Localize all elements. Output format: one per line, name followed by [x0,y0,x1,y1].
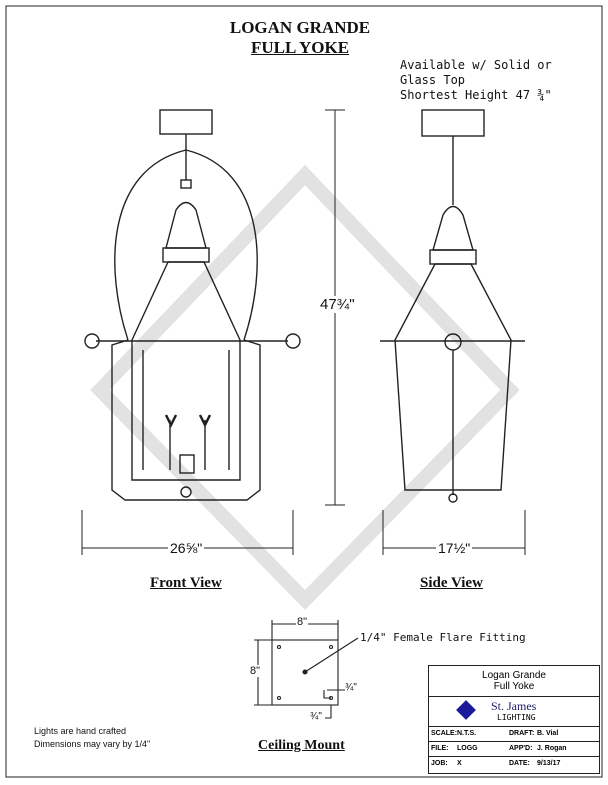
draft-value: B. Vial [537,730,559,737]
front-height-dimension: 47¾" [320,296,355,313]
mount-width: 8" [296,616,309,628]
footnote-line: Lights are hand crafted [34,726,127,736]
footnote: Lights are hand crafted Dimensions may v… [34,725,150,751]
company-name: St. James [491,699,537,713]
job-label: JOB: [431,760,448,767]
notes: Available w/ Solid or Glass Top Shortest… [400,58,552,103]
date-label: DATE: [509,760,530,767]
front-view-label: Front View [150,575,222,591]
title-line1: LOGAN GRANDE [229,18,371,37]
mount-offset-h: ¾" [345,682,357,693]
appd-label: APP'D: [509,745,533,752]
note-line: Shortest Height 47 ¾" [400,88,552,102]
note-line: Glass Top [400,73,466,87]
file-value: LOGG [457,745,478,752]
title-block-subname: Full Yoke [493,681,535,692]
footnote-line: Dimensions may vary by 1/4" [34,739,151,749]
scale-label: SCALE: [431,730,458,737]
job-value: X [457,760,462,767]
side-width-dimension: 17½" [436,540,473,556]
fitting-callout: 1/4" Female Flare Fitting [360,631,526,644]
company-sub: LIGHTING [497,713,536,722]
sheet-border [5,5,603,778]
title-line2: FULL YOKE [250,38,350,57]
mount-height: 8" [250,665,261,677]
ceiling-mount-drawing [254,620,359,719]
side-view-drawing [380,109,526,555]
front-width-dimension: 26⅝" [168,540,205,556]
draft-label: DRAFT: [509,730,535,737]
file-label: FILE: [431,745,449,752]
date-value: 9/13/17 [537,760,561,767]
mount-offset-v: ¾" [310,711,322,722]
title-block: Logan Grande Full Yoke St. James LIGHTIN… [428,665,600,774]
side-view-label: Side View [420,575,483,591]
title-block-name: Logan Grande [482,670,546,681]
appd-value: J. Rogan [537,745,567,752]
st-james-logo [456,700,476,720]
note-line: Available w/ Solid or [400,58,552,72]
watermark-logo [90,164,520,611]
scale-value: N.T.S. [457,730,477,737]
ceiling-mount-label: Ceiling Mount [258,738,345,753]
front-view-drawing [81,109,345,555]
